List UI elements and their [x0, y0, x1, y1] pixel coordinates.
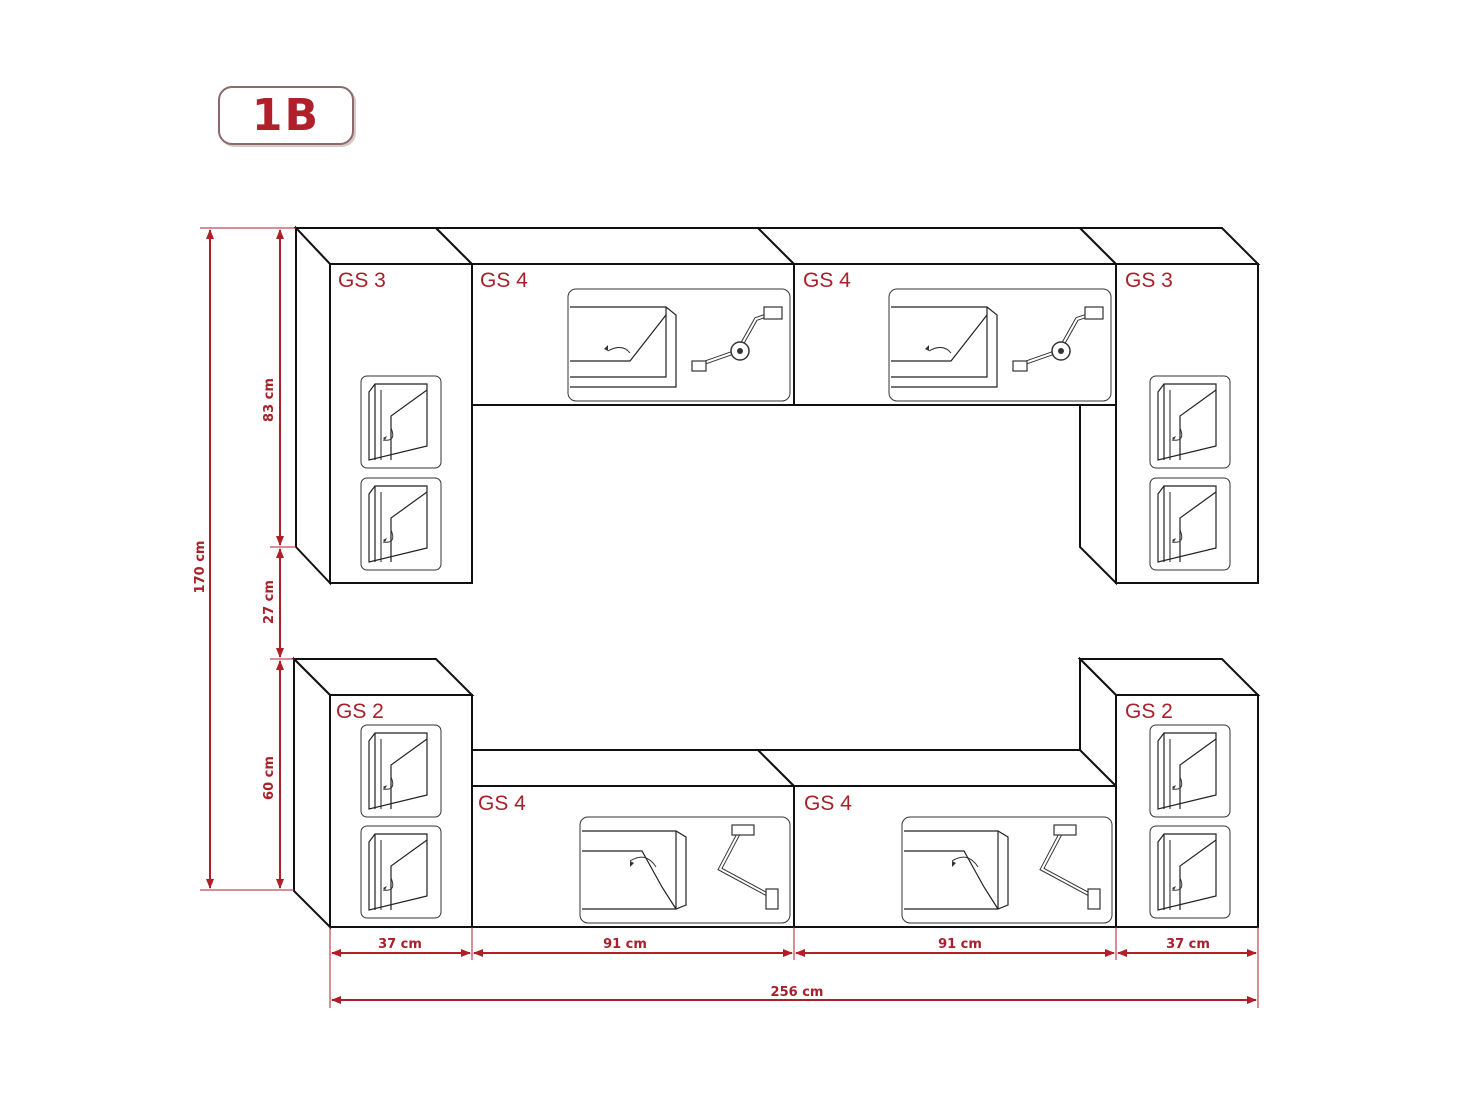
module-label-bottom-left: GS 2: [336, 700, 384, 723]
dim-width-center-right: 91 cm: [938, 937, 982, 952]
module-label-top-center-right: GS 4: [803, 269, 851, 292]
diagram-badge: 1B: [218, 86, 354, 145]
module-label-bottom-center-right: GS 4: [804, 792, 852, 815]
lower-center-right-cabinet: [755, 749, 1119, 928]
dim-total-height: 170 cm: [193, 541, 208, 594]
lower-left-cabinet: [291, 656, 475, 930]
module-label-bottom-center-left: GS 4: [478, 792, 526, 815]
dim-width-center-left: 91 cm: [603, 937, 647, 952]
module-label-top-left: GS 3: [338, 269, 386, 292]
vertical-dimensions: [200, 227, 296, 891]
dim-width-left: 37 cm: [378, 937, 422, 952]
horizontal-dimensions: [329, 927, 1259, 1008]
lower-right-cabinet: [1077, 656, 1261, 928]
upper-center-right-cabinet: [755, 227, 1119, 406]
dim-upper-height: 83 cm: [262, 378, 277, 422]
dim-gap-height: 27 cm: [262, 580, 277, 624]
upper-left-cabinet: [293, 225, 475, 586]
dim-total-width: 256 cm: [771, 985, 824, 1000]
module-label-bottom-right: GS 2: [1125, 700, 1173, 723]
lower-center-left-cabinet: [471, 749, 797, 928]
dim-width-right: 37 cm: [1166, 937, 1210, 952]
upper-center-left-cabinet: [433, 227, 797, 406]
module-label-top-right: GS 3: [1125, 269, 1173, 292]
dim-lower-height: 60 cm: [262, 756, 277, 800]
module-label-top-center-left: GS 4: [480, 269, 528, 292]
upper-right-cabinet: [1077, 227, 1261, 586]
